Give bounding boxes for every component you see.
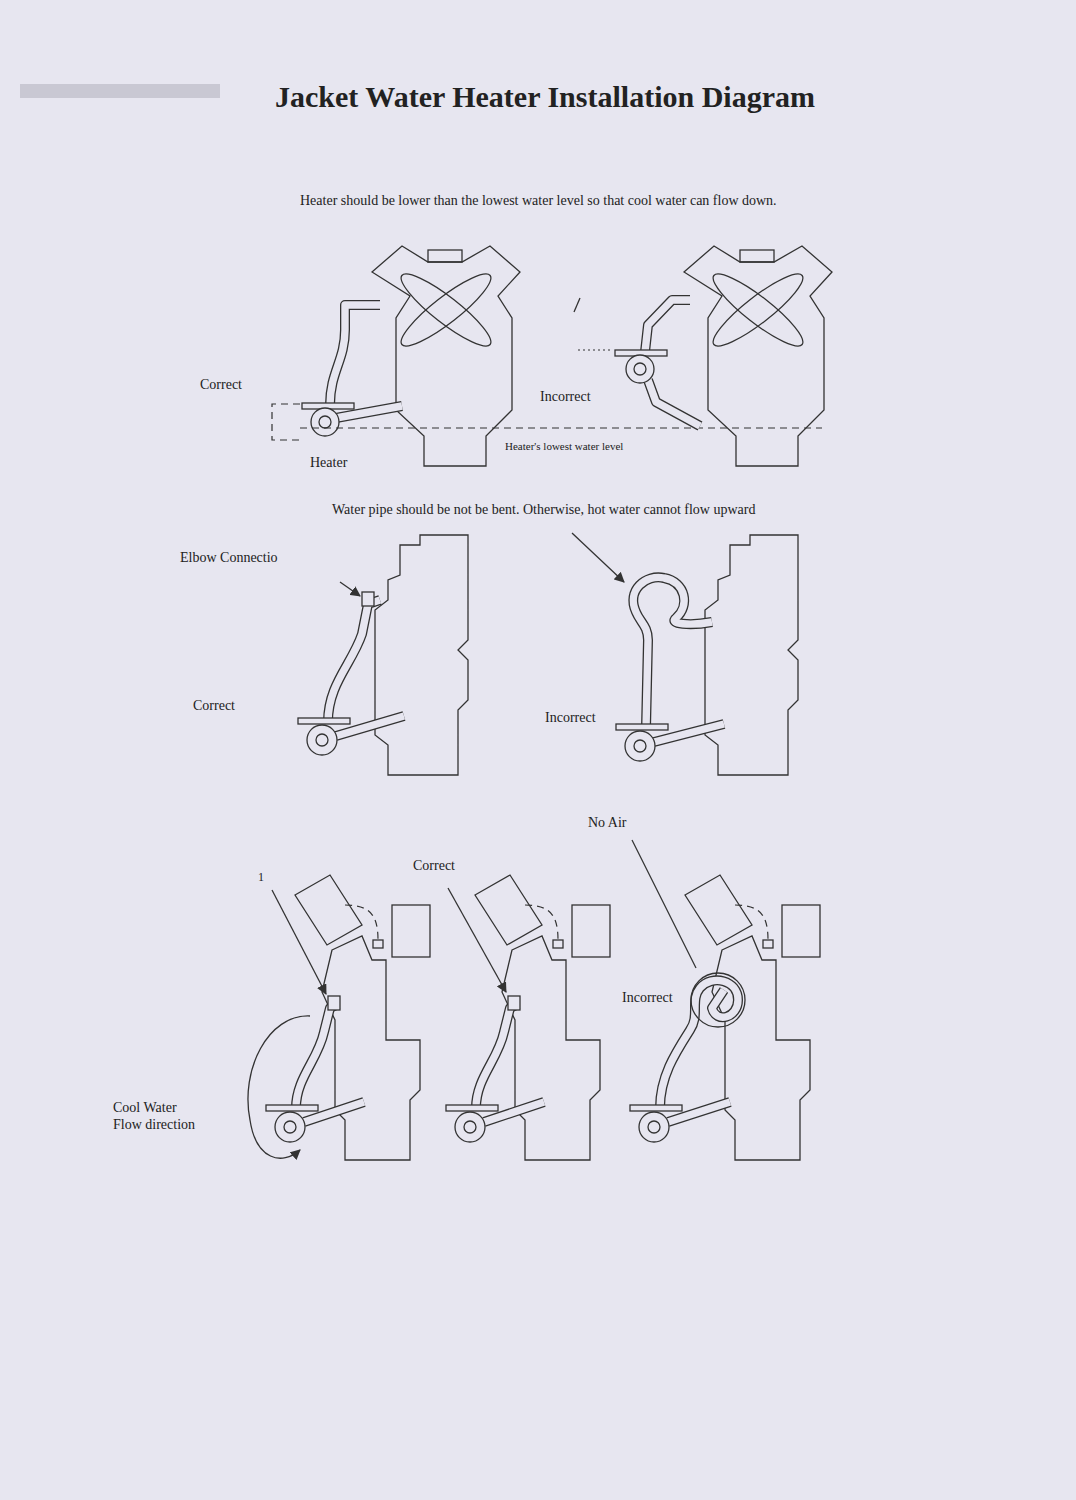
engine-side [375,535,468,775]
status-label: Incorrect [545,710,596,727]
water-pipe [296,1004,338,1108]
status-label: Incorrect [622,990,673,1007]
instruction-note: Water pipe should be not be bent. Otherw… [332,502,755,519]
water-pipe [296,1004,338,1108]
heater-core [316,734,328,746]
engine-outline [684,246,832,466]
heater-core [284,1121,296,1133]
coolant-tank [782,905,820,957]
elbow [508,996,520,1010]
scan-shadow [20,84,220,98]
engine-cap [740,250,774,262]
heater [455,1112,485,1142]
leader-arrow [340,582,360,596]
water-pipe [476,1004,518,1108]
bracket [272,404,300,440]
heater [626,355,654,383]
water-pipe [330,305,380,405]
heater-core [634,363,646,375]
clamp [553,940,563,948]
engine-outline [712,936,810,1160]
heater-flange [446,1105,498,1111]
heater-core [464,1121,476,1133]
clamp [763,940,773,948]
flow-arrow [248,1016,310,1158]
water-pipe [648,380,700,426]
hose [525,905,558,940]
heater [307,725,337,755]
water-pipe [645,300,690,352]
heater-flange [298,718,350,724]
clamp [373,940,383,948]
engine-outline [322,936,420,1160]
flow-label: Cool Water Flow direction [113,1100,203,1134]
instruction-note: Heater should be lower than the lowest w… [300,193,777,210]
engine-cap [428,250,462,262]
engine-outline [705,535,798,775]
part-label: Heater [310,455,347,472]
engine-outline [375,535,468,775]
leader-arrow [572,533,624,582]
radiator-box [475,875,542,945]
heater [639,1112,669,1142]
highlight-circle [691,973,745,1027]
coolant-tank [392,905,430,957]
level-line [578,349,612,350]
heater [311,408,339,436]
engine-outline [502,936,600,1160]
water-pipe [476,1004,518,1108]
status-label: Correct [200,377,242,394]
radiator-box [295,875,362,945]
hose [735,905,768,940]
status-label: Incorrect [540,389,591,406]
fan-blade [394,265,498,354]
engine-side [475,875,610,1160]
status-label: Correct [413,858,455,875]
water-pipe [328,600,380,722]
engine-side [685,875,820,1160]
status-label: Correct [193,698,235,715]
leader-arrow [272,890,326,994]
heater [625,731,655,761]
note-label: No Air [588,815,627,832]
water-level-line [300,427,822,428]
heater-flange [616,724,668,730]
v-engine [372,246,520,466]
water-pipe [330,305,380,405]
heater [275,1112,305,1142]
elbow [362,592,374,606]
heater-core [648,1121,660,1133]
leader-arrow [448,888,506,992]
water-pipe [633,577,712,728]
tick-mark [574,298,580,312]
water-pipe [648,380,700,426]
engine-outline [372,246,520,466]
v-engine [684,246,832,466]
water-pipe [645,300,690,352]
water-pipe [328,600,380,722]
part-label: Elbow Connectio [180,550,278,567]
callout-number: 1 [258,870,264,884]
hose [345,905,378,940]
fan-blade [394,265,498,354]
page-title: Jacket Water Heater Installation Diagram [195,80,895,114]
fan-blade [706,265,810,354]
elbow [328,996,340,1010]
radiator-box [685,875,752,945]
fan-blade [706,265,810,354]
engine-side [295,875,430,1160]
coolant-tank [572,905,610,957]
leader-line [632,840,696,968]
heater-flange [630,1105,682,1111]
engine-side [705,535,798,775]
heater-core [634,740,646,752]
heater-core [319,416,331,428]
level-label: Heater's lowest water level [505,440,623,453]
heater-flange [266,1105,318,1111]
water-pipe [633,577,712,728]
